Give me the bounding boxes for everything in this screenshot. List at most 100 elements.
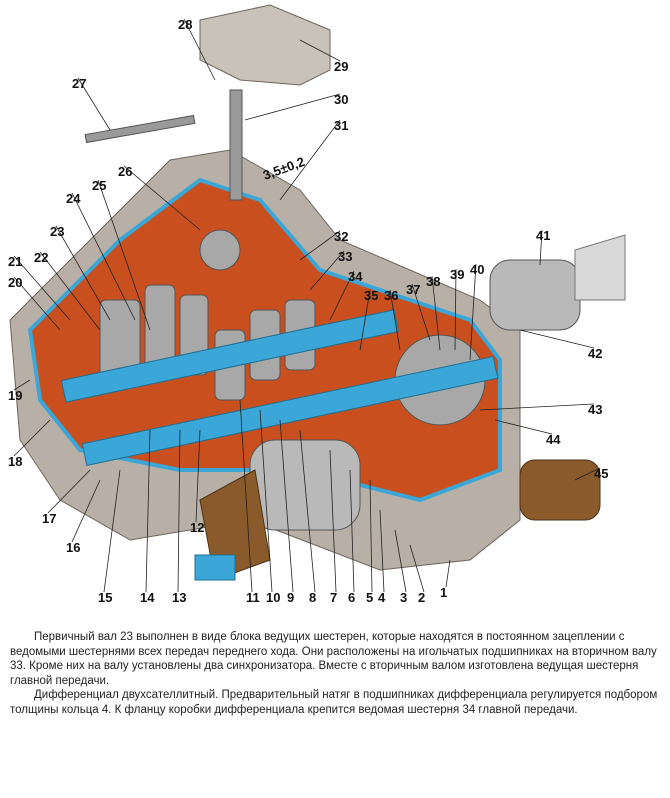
clutch-lever xyxy=(84,114,196,144)
leader-line-14 xyxy=(145,429,151,593)
leader-line-19 xyxy=(13,379,31,391)
callout-40: 40 xyxy=(470,262,484,277)
leader-line-18 xyxy=(13,419,51,457)
leader-line-7 xyxy=(329,449,337,593)
callout-21: 21 xyxy=(8,254,22,269)
secondary-shaft xyxy=(81,355,499,467)
leader-lines xyxy=(13,18,601,593)
callout-32: 32 xyxy=(334,229,348,244)
leader-line-42 xyxy=(519,329,595,349)
left-stub-shaft xyxy=(194,554,236,581)
leader-line-5 xyxy=(369,479,373,593)
output-flange xyxy=(519,459,601,521)
leader-line-16 xyxy=(71,479,101,543)
leader-line-22 xyxy=(39,251,101,331)
primary-shaft xyxy=(60,309,400,403)
callout-4: 4 xyxy=(378,590,386,605)
selector-rod xyxy=(229,89,243,201)
callout-25: 25 xyxy=(92,178,106,193)
leader-line-44 xyxy=(494,419,553,435)
leader-line-43 xyxy=(479,403,595,411)
leader-line-10 xyxy=(259,409,273,593)
callout-19: 19 xyxy=(8,388,22,403)
callout-44: 44 xyxy=(546,432,561,447)
callout-10: 10 xyxy=(266,590,280,605)
callout-42: 42 xyxy=(588,346,602,361)
callout-45: 45 xyxy=(594,466,608,481)
leader-line-13 xyxy=(177,429,181,593)
callout-31: 31 xyxy=(334,118,348,133)
leader-line-29 xyxy=(299,39,341,62)
leader-line-17 xyxy=(47,469,91,514)
leader-line-25 xyxy=(97,179,151,331)
callout-8: 8 xyxy=(309,590,316,605)
leader-line-26 xyxy=(123,165,201,231)
leader-line-6 xyxy=(349,469,355,593)
callout-30: 30 xyxy=(334,92,348,107)
callout-14: 14 xyxy=(140,590,155,605)
leader-line-34 xyxy=(329,270,355,321)
callout-22: 22 xyxy=(34,250,48,265)
leader-line-8 xyxy=(299,429,316,593)
leader-line-15 xyxy=(103,469,121,593)
callout-34: 34 xyxy=(348,269,363,284)
callout-13: 13 xyxy=(172,590,186,605)
callout-11: 11 xyxy=(246,590,260,605)
callout-2: 2 xyxy=(418,590,425,605)
callout-17: 17 xyxy=(42,511,56,526)
clearance-dimension: 3,5±0,2 xyxy=(261,154,307,183)
callout-26: 26 xyxy=(118,164,132,179)
callout-7: 7 xyxy=(330,590,337,605)
callout-33: 33 xyxy=(338,249,352,264)
leader-line-40 xyxy=(469,263,477,361)
callout-5: 5 xyxy=(366,590,373,605)
callout-37: 37 xyxy=(406,282,420,297)
callout-20: 20 xyxy=(8,275,22,290)
callout-28: 28 xyxy=(178,17,192,32)
leader-line-21 xyxy=(13,255,71,321)
leader-line-33 xyxy=(309,250,345,291)
leader-line-11 xyxy=(239,399,253,593)
leader-line-23 xyxy=(55,225,111,321)
callout-36: 36 xyxy=(384,288,398,303)
leader-line-4 xyxy=(379,509,385,593)
leader-line-39 xyxy=(454,268,457,351)
callout-9: 9 xyxy=(287,590,294,605)
callout-35: 35 xyxy=(364,288,378,303)
leader-line-37 xyxy=(411,283,431,341)
callout-38: 38 xyxy=(426,274,440,289)
callout-18: 18 xyxy=(8,454,22,469)
callout-23: 23 xyxy=(50,224,64,239)
caption: Первичный вал 23 выполнен в виде блока в… xyxy=(10,630,660,717)
leader-line-24 xyxy=(71,192,136,321)
callout-1: 1 xyxy=(440,585,447,600)
callout-16: 16 xyxy=(66,540,80,555)
leader-line-41 xyxy=(539,229,543,266)
right-drive-joint xyxy=(489,259,581,331)
callout-15: 15 xyxy=(98,590,112,605)
leader-line-38 xyxy=(431,275,441,351)
leader-line-32 xyxy=(299,230,341,261)
leader-line-36 xyxy=(389,289,401,351)
leader-line-30 xyxy=(244,93,341,121)
leader-line-20 xyxy=(13,276,61,331)
callout-6: 6 xyxy=(348,590,355,605)
mounting-bracket xyxy=(199,4,331,86)
right-boot xyxy=(574,234,626,301)
leader-line-9 xyxy=(279,419,294,593)
leader-line-28 xyxy=(183,18,216,81)
callout-24: 24 xyxy=(66,191,81,206)
leader-line-31 xyxy=(279,119,341,201)
caption-paragraph-2: Дифференциал двухсателлитный. Предварите… xyxy=(10,689,658,716)
callout-29: 29 xyxy=(334,59,348,74)
leader-line-45 xyxy=(574,467,601,481)
leader-line-1 xyxy=(445,559,451,588)
callout-43: 43 xyxy=(588,402,602,417)
leader-line-2 xyxy=(409,544,425,593)
callout-41: 41 xyxy=(536,228,550,243)
callout-27: 27 xyxy=(72,76,86,91)
leader-line-3 xyxy=(394,529,407,593)
leader-line-35 xyxy=(359,289,371,351)
